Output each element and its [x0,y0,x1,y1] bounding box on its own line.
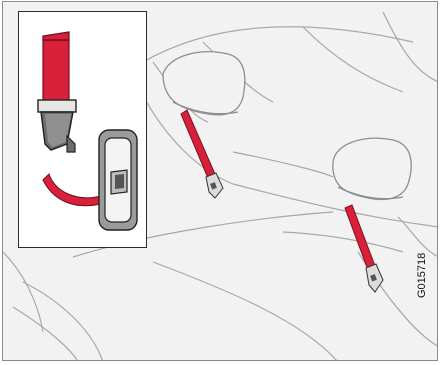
left-headrest [162,51,246,116]
seat-belt-right [344,204,384,293]
detail-inset [18,11,147,248]
seat-belt-strap-icon [42,31,70,105]
buckle-tongue-icon [37,99,77,153]
illustration-frame: G015718 [2,1,438,361]
right-headrest [332,137,412,201]
belt-holder-icon [98,129,138,231]
figure-code: G015718 [416,252,428,298]
rear-seat-illustration [3,11,437,360]
seat-belt-left [180,109,224,199]
